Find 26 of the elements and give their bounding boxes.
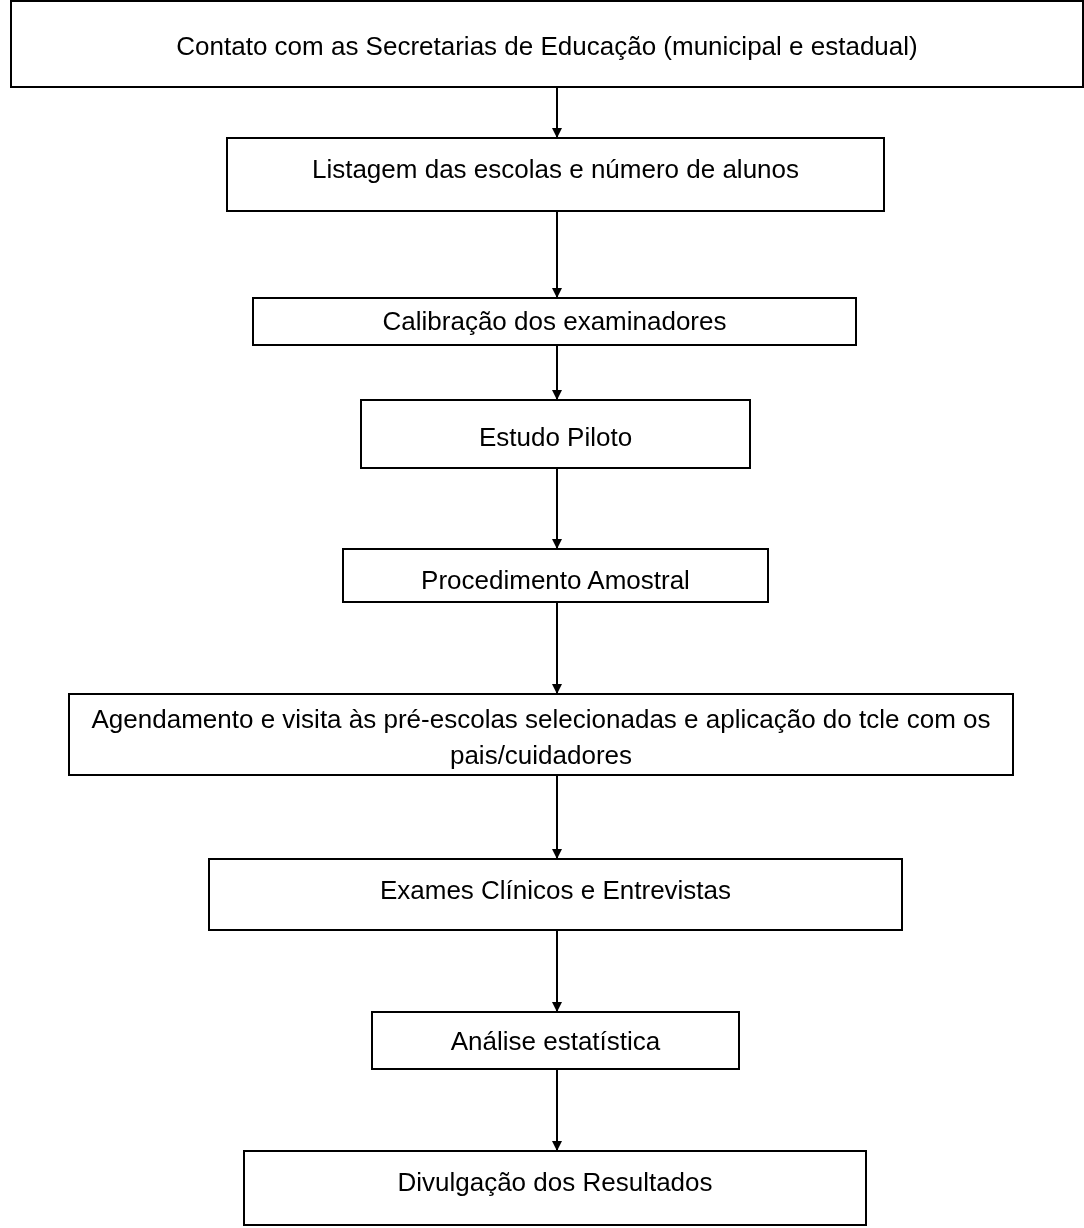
step-text: Exames Clínicos e Entrevistas xyxy=(379,874,732,907)
arrow xyxy=(552,930,562,1012)
arrow xyxy=(552,775,562,859)
arrow xyxy=(552,211,562,298)
arrow xyxy=(552,1069,562,1151)
process-box xyxy=(243,1150,867,1226)
process-box xyxy=(208,858,903,931)
process-box xyxy=(68,693,1014,776)
step-text: Divulgação dos Resultados xyxy=(397,1166,713,1199)
arrow xyxy=(552,87,562,138)
step-text: Procedimento Amostral xyxy=(421,564,690,597)
step-text: Calibração dos examinadores xyxy=(382,305,727,338)
step-text: Estudo Piloto xyxy=(478,421,633,454)
arrow xyxy=(552,602,562,694)
step-text: Análise estatística xyxy=(450,1025,661,1058)
step-text: Agendamento e visita às pré-escolas selecionadas e aplicação do tcle com os pais/cuidadores xyxy=(90,703,992,772)
arrow xyxy=(552,468,562,549)
arrow xyxy=(552,345,562,400)
process-box xyxy=(10,0,1084,88)
process-box xyxy=(252,297,857,346)
process-box xyxy=(342,548,769,603)
process-box xyxy=(371,1011,740,1070)
step-text: Contato com as Secretarias de Educação (municipal e estadual) xyxy=(176,30,918,63)
process-box xyxy=(360,399,751,469)
process-box xyxy=(226,137,885,212)
step-text: Listagem das escolas e número de alunos xyxy=(311,153,800,186)
